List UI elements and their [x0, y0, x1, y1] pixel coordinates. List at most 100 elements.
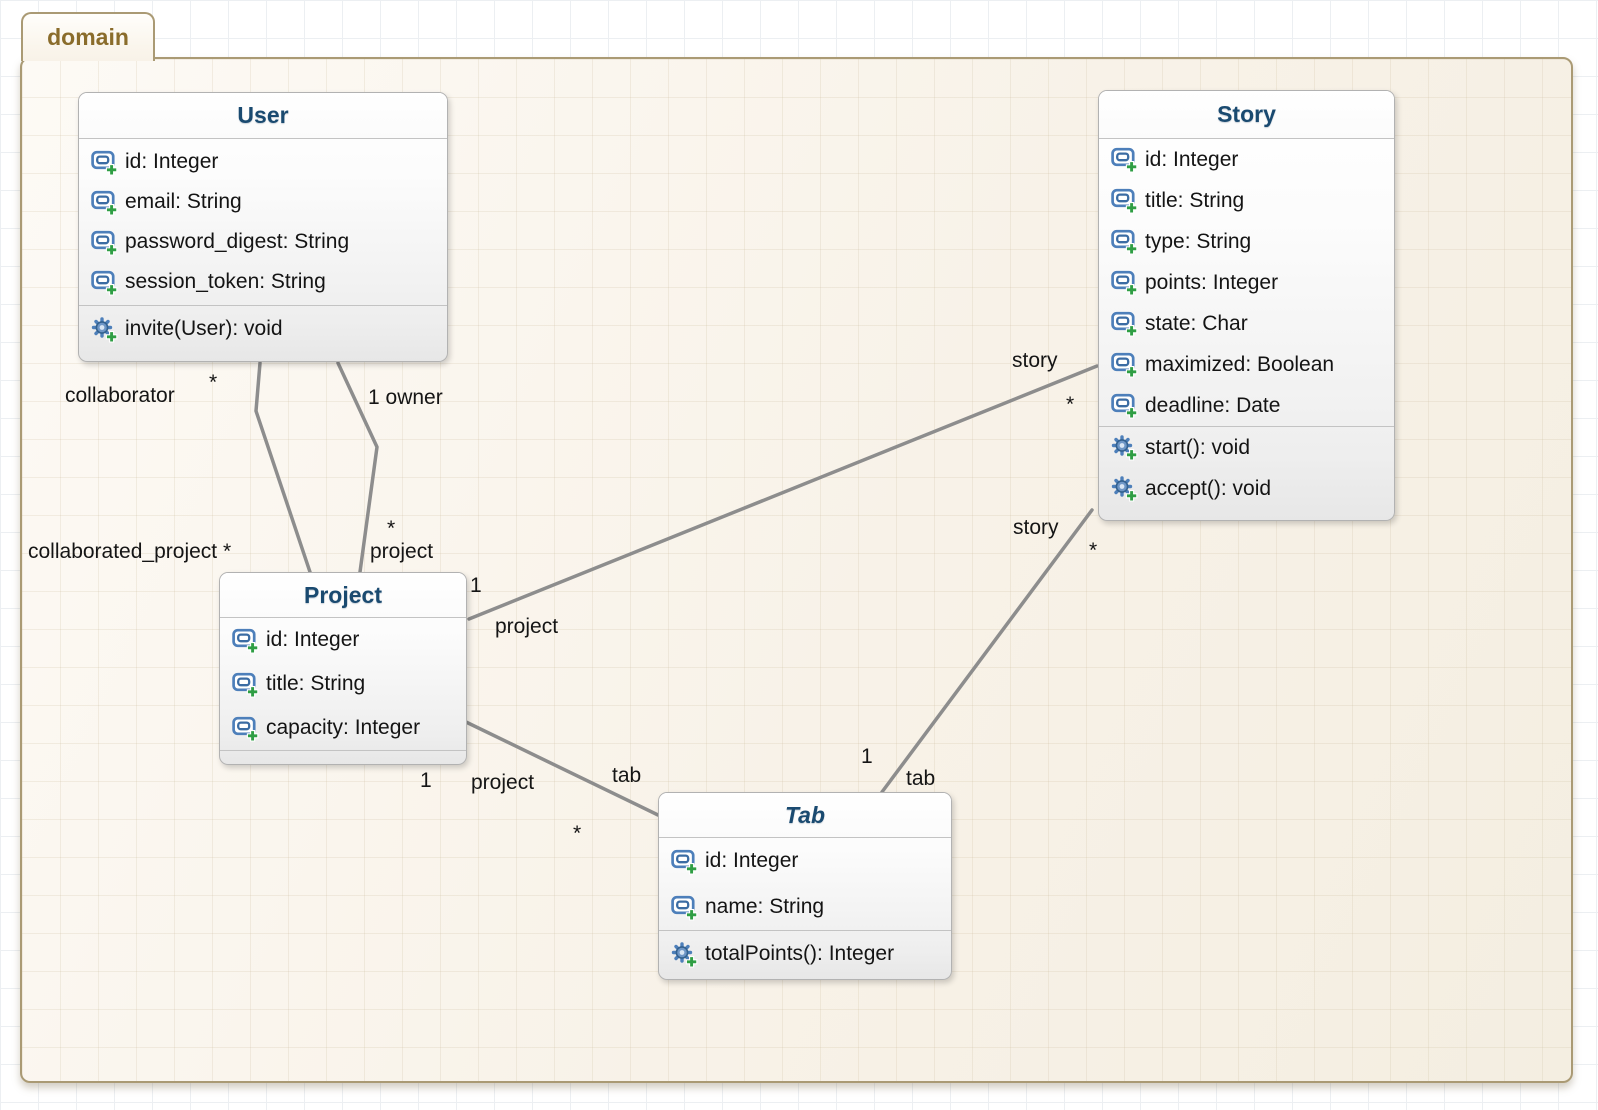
- class-box-story[interactable]: Story id: Integer title: String type: St…: [1098, 90, 1395, 521]
- attribute-text: type: String: [1145, 229, 1252, 253]
- attribute-icon: [1111, 269, 1138, 296]
- class-title-project: Project: [220, 573, 466, 618]
- attribute-icon: [1111, 310, 1138, 337]
- diagram-tab[interactable]: domain: [21, 12, 155, 61]
- attribute-text: maximized: Boolean: [1145, 352, 1335, 376]
- attribute-row[interactable]: maximized: Boolean: [1099, 344, 1394, 385]
- role-label-project-story[interactable]: project: [495, 615, 559, 638]
- attribute-icon: [91, 189, 118, 216]
- association-tab-story[interactable]: [880, 508, 1094, 794]
- attribute-row[interactable]: id: Integer: [1099, 139, 1394, 180]
- multiplicity-project-tab[interactable]: 1: [420, 769, 432, 792]
- operation-icon: [91, 316, 118, 343]
- attribute-row[interactable]: deadline: Date: [1099, 385, 1394, 426]
- attribute-row[interactable]: capacity: Integer: [220, 706, 466, 750]
- association-project-tab[interactable]: [464, 720, 660, 817]
- attribute-row[interactable]: password_digest: String: [79, 222, 447, 262]
- attributes-compartment: id: Integer email: String password_diges…: [79, 139, 447, 306]
- attribute-text: session_token: String: [125, 270, 326, 293]
- operation-icon: [1111, 475, 1138, 502]
- operations-compartment: totalPoints(): Integer: [659, 931, 951, 977]
- multiplicity-project-story[interactable]: 1: [470, 574, 482, 597]
- role-label-story-lower[interactable]: story: [1013, 516, 1059, 539]
- attribute-icon: [1111, 392, 1138, 419]
- operation-text: totalPoints(): Integer: [705, 942, 895, 965]
- operation-text: invite(User): void: [125, 317, 283, 340]
- attribute-icon: [671, 848, 698, 875]
- attribute-text: title: String: [266, 672, 366, 695]
- attribute-row[interactable]: state: Char: [1099, 303, 1394, 344]
- operation-row[interactable]: start(): void: [1099, 427, 1394, 468]
- attribute-row[interactable]: id: Integer: [220, 618, 466, 662]
- attribute-text: id: Integer: [1145, 147, 1239, 171]
- operation-row[interactable]: accept(): void: [1099, 468, 1394, 509]
- multiplicity-tab-story[interactable]: 1: [861, 745, 873, 768]
- role-label-collaborated-project[interactable]: collaborated_project *: [28, 540, 232, 563]
- attribute-icon: [1111, 351, 1138, 378]
- attribute-icon: [232, 671, 259, 698]
- attribute-icon: [671, 894, 698, 921]
- attribute-row[interactable]: id: Integer: [79, 142, 447, 182]
- role-label-collaborator[interactable]: collaborator: [65, 384, 175, 407]
- attribute-text: id: Integer: [705, 849, 799, 872]
- class-title-story: Story: [1099, 91, 1394, 139]
- attribute-text: title: String: [1145, 188, 1245, 212]
- association-user-project-collaborator[interactable]: [254, 361, 312, 574]
- diagram-tab-label: domain: [47, 24, 129, 50]
- operations-compartment: start(): void accept(): void: [1099, 427, 1394, 509]
- class-title-tab: Tab: [659, 793, 951, 838]
- attribute-row[interactable]: email: String: [79, 182, 447, 222]
- attribute-icon: [1111, 228, 1138, 255]
- attribute-text: id: Integer: [266, 628, 360, 651]
- attribute-text: email: String: [125, 190, 242, 213]
- association-user-project-owner[interactable]: [336, 361, 379, 574]
- operation-row[interactable]: invite(User): void: [79, 309, 447, 349]
- attribute-row[interactable]: id: Integer: [659, 838, 951, 884]
- attribute-icon: [232, 627, 259, 654]
- attribute-text: points: Integer: [1145, 270, 1279, 294]
- operation-icon: [671, 941, 698, 968]
- class-box-tab[interactable]: Tab id: Integer name: String totalPoints…: [658, 792, 952, 980]
- role-label-owned-project[interactable]: project: [370, 540, 434, 563]
- multiplicity-collaborator[interactable]: *: [209, 371, 218, 394]
- attribute-icon: [232, 715, 259, 742]
- role-label-owner[interactable]: 1 owner: [368, 386, 443, 409]
- attributes-compartment: id: Integer title: String capacity: Inte…: [220, 618, 466, 751]
- role-label-story-upper[interactable]: story: [1012, 349, 1058, 372]
- operation-text: accept(): void: [1145, 476, 1272, 500]
- attribute-icon: [1111, 187, 1138, 214]
- attribute-row[interactable]: title: String: [220, 662, 466, 706]
- association-project-story[interactable]: [467, 364, 1099, 621]
- class-box-user[interactable]: User id: Integer email: String password_…: [78, 92, 448, 362]
- multiplicity-story-lower[interactable]: *: [1089, 539, 1098, 562]
- operation-row[interactable]: totalPoints(): Integer: [659, 931, 951, 977]
- attribute-text: state: Char: [1145, 311, 1248, 335]
- attribute-row[interactable]: title: String: [1099, 180, 1394, 221]
- multiplicity-story-upper[interactable]: *: [1066, 393, 1075, 416]
- attribute-row[interactable]: points: Integer: [1099, 262, 1394, 303]
- attribute-icon: [91, 269, 118, 296]
- attribute-text: deadline: Date: [1145, 393, 1281, 417]
- attributes-compartment: id: Integer title: String type: String p…: [1099, 139, 1394, 427]
- class-title-user: User: [79, 93, 447, 139]
- multiplicity-tab-left[interactable]: *: [573, 822, 582, 845]
- attribute-icon: [91, 149, 118, 176]
- attribute-text: password_digest: String: [125, 230, 350, 253]
- attribute-row[interactable]: session_token: String: [79, 262, 447, 302]
- attributes-compartment: id: Integer name: String: [659, 838, 951, 931]
- role-label-tab-story[interactable]: tab: [906, 767, 936, 790]
- attribute-text: id: Integer: [125, 150, 219, 173]
- multiplicity-owned-project[interactable]: *: [387, 517, 396, 540]
- attribute-icon: [91, 229, 118, 256]
- attribute-icon: [1111, 146, 1138, 173]
- attribute-row[interactable]: name: String: [659, 884, 951, 930]
- operation-text: start(): void: [1145, 435, 1251, 459]
- class-box-project[interactable]: Project id: Integer title: String capaci…: [219, 572, 467, 765]
- role-label-tab-left[interactable]: tab: [612, 764, 642, 787]
- attribute-row[interactable]: type: String: [1099, 221, 1394, 262]
- attribute-text: capacity: Integer: [266, 716, 421, 739]
- attribute-text: name: String: [705, 895, 825, 918]
- operations-compartment: invite(User): void: [79, 306, 447, 349]
- role-label-project-tab[interactable]: project: [471, 771, 535, 794]
